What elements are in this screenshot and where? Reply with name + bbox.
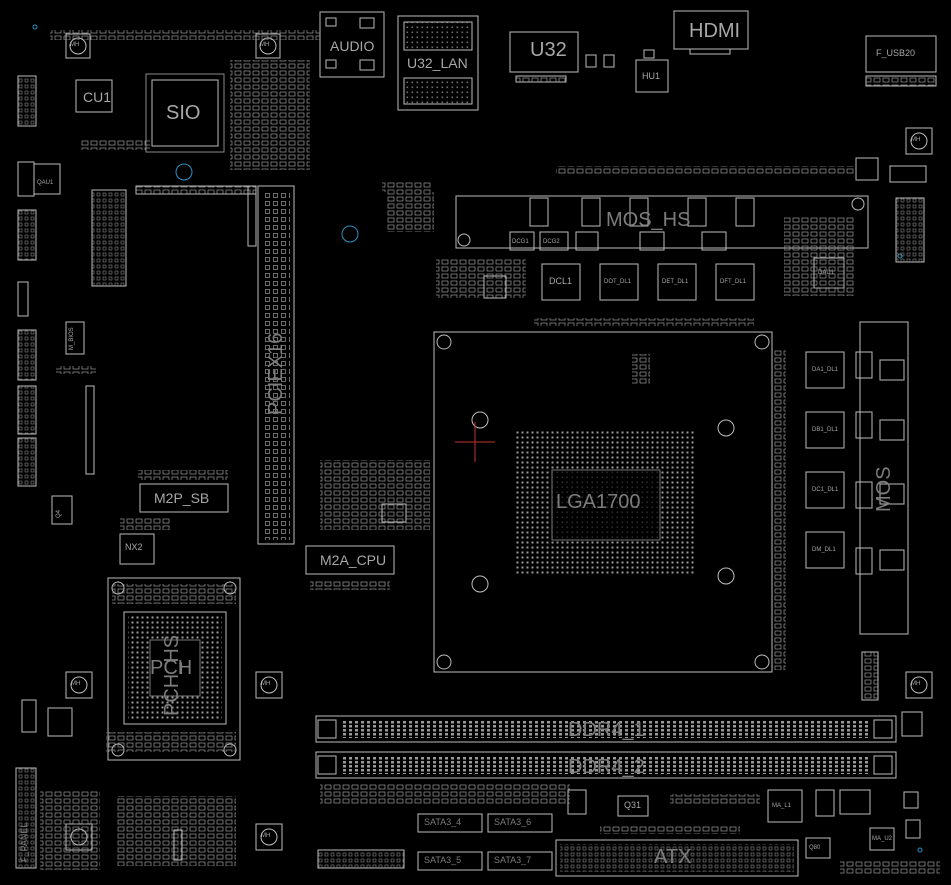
cu1-chip bbox=[75, 79, 113, 113]
da1-inductor bbox=[805, 351, 845, 389]
dft-dl1-label: DFT_DL1 bbox=[720, 279, 747, 285]
ddr4-1-slot bbox=[315, 715, 897, 743]
audio-label: AUDIO bbox=[330, 38, 375, 54]
dcl1-inductor bbox=[541, 263, 581, 301]
dft-dl1-inductor bbox=[715, 263, 755, 301]
sio-chip bbox=[151, 79, 219, 147]
hu1-label: HU1 bbox=[642, 71, 661, 81]
q31-chip bbox=[617, 795, 649, 817]
front-usb-label: F_USB20 bbox=[876, 48, 916, 58]
dc1-label: DC1_DL1 bbox=[812, 487, 839, 493]
cu1-label: CU1 bbox=[83, 89, 112, 105]
dot-dl1-label: DOT_DL1 bbox=[604, 279, 632, 285]
atx-connector bbox=[555, 839, 799, 877]
dm-dl1-label: DM_DL1 bbox=[812, 547, 836, 553]
mos-heatsink bbox=[455, 195, 869, 249]
f-panel-label: F_PANEL bbox=[19, 822, 29, 862]
dcl1-label: DCL1 bbox=[549, 276, 573, 286]
dau1-label: DAU1 bbox=[818, 270, 835, 276]
ddr4-1-label: DDR4_1 bbox=[568, 719, 645, 741]
hu1-chip bbox=[635, 59, 669, 93]
det-dl1-label: DET_DL1 bbox=[662, 279, 689, 285]
q80-chip bbox=[805, 837, 831, 859]
sio-label: SIO bbox=[166, 102, 201, 124]
mh-label-6: MH bbox=[911, 681, 921, 687]
qau1-label: QAU1 bbox=[37, 180, 54, 186]
nx2-chip bbox=[119, 533, 155, 565]
pch-heatsink bbox=[107, 577, 241, 761]
fpanel-header bbox=[15, 767, 37, 869]
mh-label-2: MH bbox=[260, 42, 270, 48]
pch-chip bbox=[123, 611, 227, 725]
sata3-4-connector bbox=[417, 813, 483, 833]
mh-label-4: MH bbox=[71, 681, 81, 687]
nx2-label: NX2 bbox=[125, 542, 143, 552]
q80-label: Q80 bbox=[809, 845, 821, 851]
dcg2-label: DCG2 bbox=[543, 239, 560, 245]
ma-u2-chip bbox=[869, 827, 895, 851]
sata3-5-label: SATA3_5 bbox=[424, 855, 462, 865]
m2p-sb-slot bbox=[139, 483, 229, 513]
sata3-7-label: SATA3_7 bbox=[494, 855, 532, 865]
db1-label: DB1_DL1 bbox=[812, 427, 839, 433]
q4-label: Q4 bbox=[56, 509, 62, 518]
mos-label: MOS bbox=[873, 466, 895, 512]
m-bios-label: M_BIOS bbox=[69, 327, 75, 350]
m2a-cpu-slot bbox=[305, 545, 395, 575]
da1-label: DA1_DL1 bbox=[812, 367, 839, 373]
pch-label: PCH bbox=[150, 657, 193, 679]
lga1700-label: LGA1700 bbox=[556, 491, 641, 513]
u32-label: U32 bbox=[530, 39, 567, 61]
lga1700-socket bbox=[433, 331, 773, 673]
sata3-6-label: SATA3_6 bbox=[494, 817, 532, 827]
dcg1-label: DCG1 bbox=[512, 239, 529, 245]
u32-connector bbox=[509, 31, 579, 73]
ddr4-2-slot bbox=[315, 751, 897, 779]
sata3-5-connector bbox=[417, 851, 483, 871]
q31-label: Q31 bbox=[624, 800, 642, 810]
q4-chip bbox=[51, 495, 73, 525]
front-usb-header bbox=[865, 35, 937, 73]
dc1-inductor bbox=[805, 471, 845, 509]
mh-label-3: MH bbox=[911, 137, 921, 143]
db1-inductor bbox=[805, 411, 845, 449]
pch-hs-label: PCH_HS bbox=[161, 634, 183, 716]
dot-dl1-inductor bbox=[599, 263, 639, 301]
usb-lan-connector bbox=[397, 15, 479, 111]
hdmi-label: HDMI bbox=[689, 20, 741, 42]
m2p-sb-label: M2P_SB bbox=[154, 490, 210, 506]
mh-label-5: MH bbox=[261, 681, 271, 687]
audio-jack bbox=[319, 11, 385, 78]
pciex16-label: PCIEX16 bbox=[265, 332, 287, 415]
m2a-cpu-label: M2A_CPU bbox=[320, 552, 387, 568]
atx-label: ATX bbox=[654, 846, 692, 868]
dm-dl1-inductor bbox=[805, 531, 845, 569]
mos-hs-label: MOS_HS bbox=[606, 209, 691, 231]
sata3-7-connector bbox=[487, 851, 553, 871]
sata3-4-label: SATA3_4 bbox=[424, 817, 462, 827]
mos-heatsink-right bbox=[859, 321, 909, 635]
det-dl1-inductor bbox=[657, 263, 697, 301]
ma-l1-label: MA_L1 bbox=[772, 803, 792, 809]
ma-u2-label: MA_U2 bbox=[872, 836, 893, 842]
usb-lan-label: U32_LAN bbox=[407, 55, 468, 71]
mh-label-7: MH bbox=[261, 833, 271, 839]
ddr4-2-label: DDR4_2 bbox=[568, 756, 645, 778]
pciex16-slot bbox=[257, 185, 295, 545]
sata3-6-connector bbox=[487, 813, 553, 833]
mh-label-1: MH bbox=[70, 42, 80, 48]
ma-l1-inductor bbox=[767, 789, 803, 823]
